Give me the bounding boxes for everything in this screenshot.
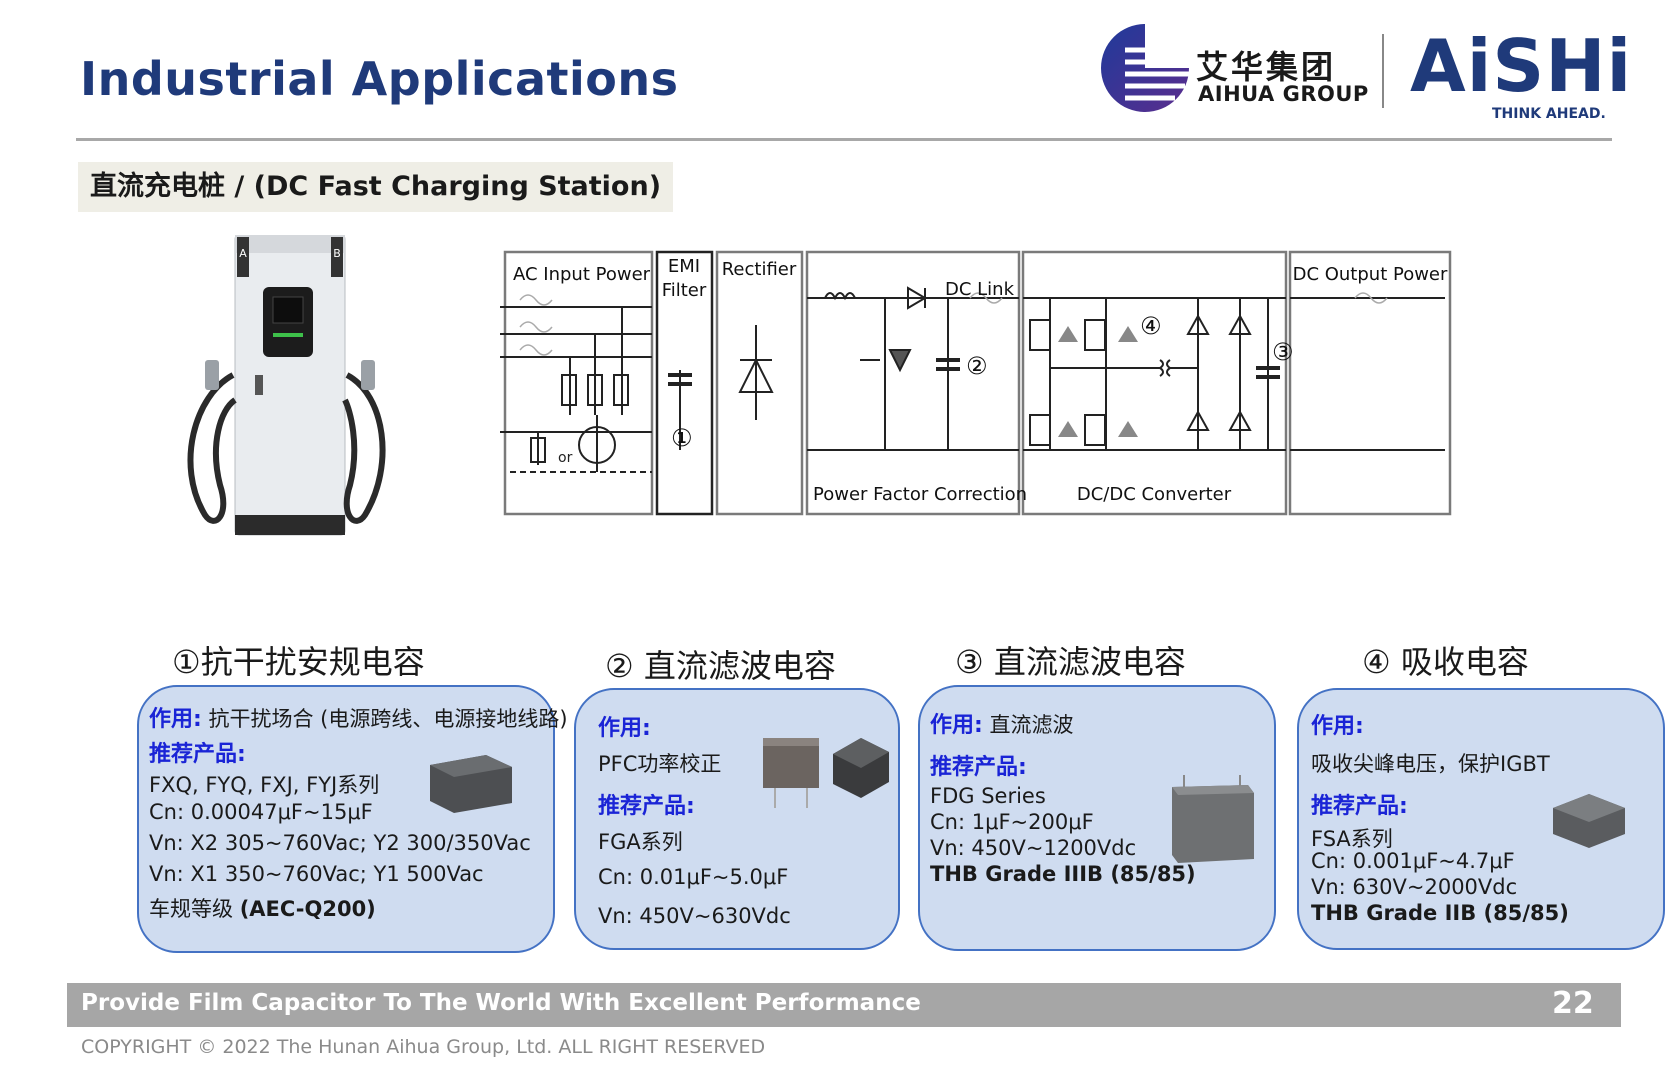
cap1-series: FXQ, FYQ, FXJ, FYJ系列 <box>149 773 380 797</box>
label-dc-link: DC Link <box>945 279 1015 300</box>
logo-divider <box>1382 34 1384 108</box>
label-emi-1: EMI <box>668 256 700 277</box>
block-dc-output <box>1288 250 1452 516</box>
cap3-thb: THB Grade IIIB (85/85) <box>930 862 1196 886</box>
label-dc-output: DC Output Power <box>1293 264 1448 285</box>
logo-english: AIHUA GROUP <box>1198 82 1369 106</box>
cap4-vn: Vn: 630V~2000Vdc <box>1311 875 1518 899</box>
header-divider <box>76 138 1612 141</box>
cap4-products-label: 推荐产品: <box>1311 794 1408 819</box>
cap3-role-text: 直流滤波 <box>982 713 1074 737</box>
cap2-role-label: 作用: <box>598 716 651 741</box>
cap2-products-label: 推荐产品: <box>598 794 695 819</box>
marker-1: ① <box>671 424 693 452</box>
cap3-vn: Vn: 450V~1200Vdc <box>930 836 1137 860</box>
cap1-products-label: 推荐产品: <box>149 742 246 767</box>
cap1-role-label: 作用: <box>149 707 202 732</box>
aishi-tagline: THINK AHEAD. <box>1492 106 1606 122</box>
cap3-role-label: 作用: <box>930 713 983 738</box>
cap-title-2: ② 直流滤波电容 <box>605 647 836 685</box>
cap2-series: FGA系列 <box>598 830 683 854</box>
marker-3: ③ <box>1272 338 1294 366</box>
aihua-logo-icon <box>1101 24 1193 112</box>
charger-label-a: A <box>239 247 247 260</box>
cap4-thb: THB Grade IIB (85/85) <box>1311 901 1569 925</box>
label-or: or <box>558 450 573 466</box>
capacitor-image-1 <box>430 755 512 813</box>
block-rectifier <box>715 250 804 516</box>
footer-slogan: Provide Film Capacitor To The World With… <box>81 990 921 1016</box>
cap-title-3: ③ 直流滤波电容 <box>955 643 1186 681</box>
footer-bar <box>67 983 1621 1027</box>
cap4-cn: Cn: 0.001μF~4.7μF <box>1311 849 1515 873</box>
block-dcdc <box>1021 250 1288 516</box>
cap-title-1: ①抗干扰安规电容 <box>172 643 425 681</box>
cap3-products-label: 推荐产品: <box>930 755 1027 780</box>
cap-title-4: ④ 吸收电容 <box>1362 643 1529 681</box>
cap-card-2: 作用: PFC功率校正 推荐产品: FGA系列 Cn: 0.01μF~5.0μF… <box>574 688 900 950</box>
label-emi-2: Filter <box>662 280 707 301</box>
cap4-role-text: 吸收尖峰电压，保护IGBT <box>1311 752 1550 776</box>
cap-card-3: 作用: 直流滤波 推荐产品: FDG Series Cn: 1μF~200μF … <box>918 685 1276 951</box>
cap1-vn-x2: Vn: X2 305~760Vac; Y2 300/350Vac <box>149 831 531 855</box>
label-rectifier: Rectifier <box>722 259 797 280</box>
page-title: Industrial Applications <box>80 52 679 106</box>
circuit-diagram: AC Input Power EMI Filter Rectifier DC L… <box>500 250 1452 516</box>
block-pfc <box>805 250 1021 516</box>
cap-card-4: 作用: 吸收尖峰电压，保护IGBT 推荐产品: FSA系列 Cn: 0.001μ… <box>1297 688 1665 950</box>
label-pfc: Power Factor Correction <box>813 484 1027 505</box>
cap1-role-text: 抗干扰场合 (电源跨线、电源接地线路) <box>201 707 568 731</box>
cap2-cn: Cn: 0.01μF~5.0μF <box>598 865 789 889</box>
cap3-series: FDG Series <box>930 784 1046 808</box>
cap-card-1: 作用: 抗干扰场合 (电源跨线、电源接地线路) 推荐产品: FXQ, FYQ, … <box>137 685 568 953</box>
block-emi-filter <box>655 250 714 516</box>
cap3-cn: Cn: 1μF~200μF <box>930 810 1094 834</box>
block-ac-input <box>503 250 654 516</box>
aishi-logo: AiSHi <box>1410 24 1633 108</box>
marker-2: ② <box>966 352 988 380</box>
cap1-vn-x1: Vn: X1 350~760Vac; Y1 500Vac <box>149 862 484 886</box>
cap1-auto-grade: 车规等级 <box>149 897 240 921</box>
label-dcdc: DC/DC Converter <box>1077 484 1232 505</box>
cap1-aec: (AEC-Q200) <box>239 897 376 921</box>
section-label: 直流充电桩 / (DC Fast Charging Station) <box>78 162 674 212</box>
marker-4: ④ <box>1140 312 1162 340</box>
charging-station-image: A B <box>187 235 386 536</box>
label-ac-input: AC Input Power <box>513 264 651 285</box>
copyright: COPYRIGHT © 2022 The Hunan Aihua Group, … <box>81 1036 766 1058</box>
capacitor-image-3 <box>1172 775 1254 863</box>
charger-label-b: B <box>333 247 341 260</box>
cap2-role-text: PFC功率校正 <box>598 752 722 776</box>
capacitor-image-4 <box>1553 794 1625 848</box>
page-number: 22 <box>1552 986 1594 1021</box>
cap4-role-label: 作用: <box>1311 714 1364 739</box>
cap1-cn: Cn: 0.00047μF~15μF <box>149 800 373 824</box>
cap4-series: FSA系列 <box>1311 827 1393 851</box>
cap2-vn: Vn: 450V~630Vdc <box>598 904 791 928</box>
logo-chinese: 艾华集团 <box>1196 48 1337 86</box>
capacitor-image-2 <box>763 738 889 808</box>
